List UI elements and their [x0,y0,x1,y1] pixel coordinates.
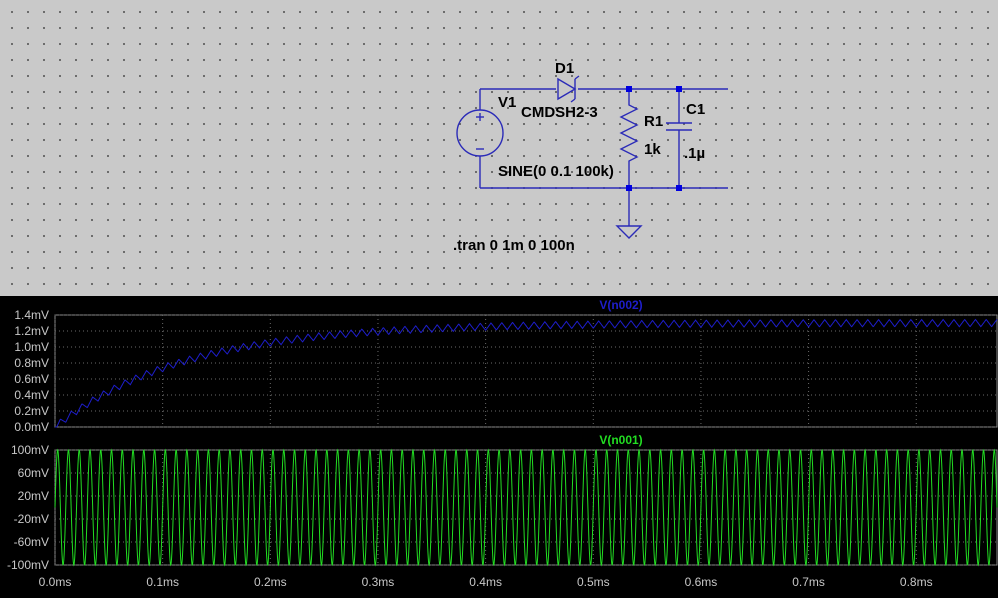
x-tick-label: 0.7ms [792,575,825,589]
x-tick-label: 0.5ms [577,575,610,589]
junction-node [676,185,682,191]
y-tick-label: 0.6mV [14,372,49,386]
plot-frame [54,314,998,428]
x-tick-label: 0.6ms [685,575,718,589]
plot-pane-vn002[interactable]: 1.4mV 1.2mV 1.0mV 0.8mV 0.6mV 0.4mV 0.2mV 0.0mV… [14,298,998,434]
y-tick-label: 60mV [18,466,49,480]
capacitor-c1[interactable] [666,89,692,188]
diode-model-label[interactable]: CMDSH2-3 [521,104,598,121]
x-tick-label: 0.1ms [146,575,179,589]
junction-node [626,185,632,191]
x-axis-ticks: 0.0ms 0.1ms 0.2ms 0.3ms 0.4ms 0.5ms 0.6ms 0.7ms… [39,575,933,589]
voltage-source-v1[interactable] [456,109,504,157]
y-tick-label: 0.8mV [14,356,49,370]
schematic-editor[interactable]: D1 CMDSH2-3 V1 SINE(0 0.1 100k) R1 1k C1… [0,0,998,296]
resistor-value-label[interactable]: 1k [644,141,661,158]
resistor-r1[interactable] [619,89,639,188]
y-tick-label: 1.2mV [14,324,49,338]
schematic-canvas[interactable]: D1 CMDSH2-3 V1 SINE(0 0.1 100k) R1 1k C1… [0,0,998,296]
diode-ref-label[interactable]: D1 [555,60,574,77]
y-tick-label: 0.2mV [14,404,49,418]
trace-label-vn002[interactable]: V(n002) [599,298,642,312]
y-tick-label: -20mV [14,512,49,526]
plot-pane-vn001[interactable]: 100mV 60mV 20mV -20mV -60mV -100mV V(n001) [7,433,998,572]
y-tick-label: -100mV [7,558,49,572]
y-tick-label: 100mV [11,443,49,457]
spice-directive[interactable]: .tran 0 1m 0 100n [453,237,575,254]
trace-vn002[interactable] [55,318,998,428]
x-tick-label: 0.2ms [254,575,287,589]
y-tick-label: 0.0mV [14,420,49,434]
x-tick-label: 0.0ms [39,575,72,589]
waveform-viewer[interactable]: 1.4mV 1.2mV 1.0mV 0.8mV 0.6mV 0.4mV 0.2mV 0.0mV… [0,296,998,593]
x-tick-label: 0.4ms [469,575,502,589]
resistor-ref-label[interactable]: R1 [644,113,663,130]
waveform-canvas[interactable]: 1.4mV 1.2mV 1.0mV 0.8mV 0.6mV 0.4mV 0.2mV 0.0mV… [0,296,998,593]
junction-node [626,86,632,92]
x-tick-label: 0.8ms [900,575,933,589]
y-tick-label: 0.4mV [14,388,49,402]
capacitor-ref-label[interactable]: C1 [686,101,705,118]
source-ref-label[interactable]: V1 [498,94,516,111]
y-axis-ticks: 100mV 60mV 20mV -20mV -60mV -100mV [7,443,49,572]
trace-vn001[interactable] [54,448,998,567]
y-tick-label: 20mV [18,489,49,503]
y-tick-label: 1.0mV [14,340,49,354]
x-tick-label: 0.3ms [362,575,395,589]
plot-grid [54,314,997,428]
source-value-label[interactable]: SINE(0 0.1 100k) [498,163,614,180]
y-tick-label: 1.4mV [14,308,49,322]
diode-d1[interactable] [557,75,580,103]
y-tick-label: -60mV [14,535,49,549]
capacitor-value-label[interactable]: .1µ [684,145,705,162]
y-axis-ticks: 1.4mV 1.2mV 1.0mV 0.8mV 0.6mV 0.4mV 0.2mV 0.0mV [14,308,49,434]
junction-node [676,86,682,92]
ground-symbol[interactable] [615,225,643,239]
trace-label-vn001[interactable]: V(n001) [599,433,642,447]
